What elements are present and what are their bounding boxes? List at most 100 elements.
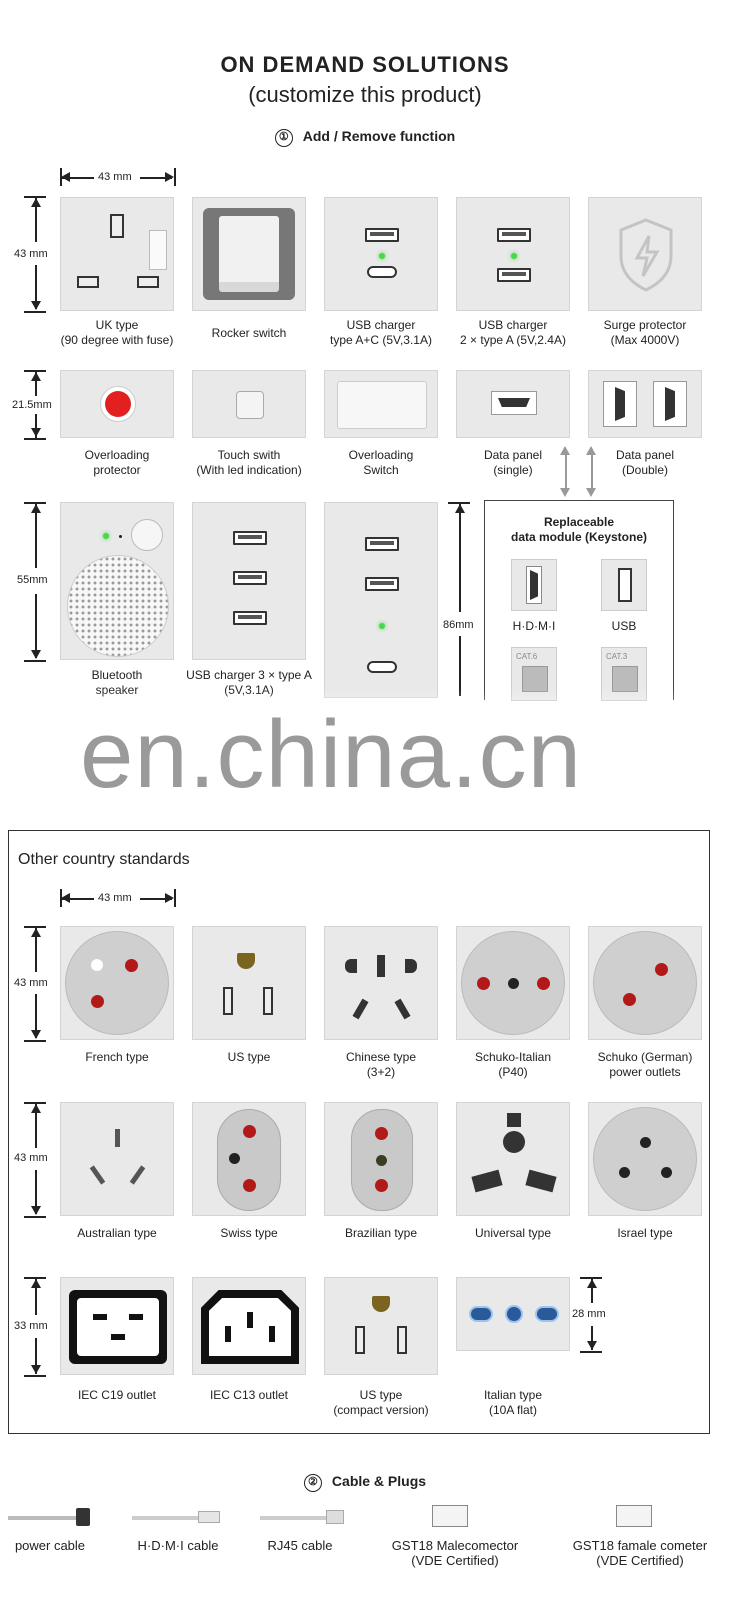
caption: Surge protector(Max 4000V): [603, 318, 687, 347]
led-indicator: [103, 533, 109, 539]
hdmi-keystone-icon: [511, 559, 557, 611]
dim-line: [62, 177, 94, 179]
socket-slot-icon: [503, 1131, 525, 1153]
dim-label-height: 55mm: [17, 574, 48, 586]
data-panel-double-tile: [588, 370, 702, 438]
socket-slot-icon: [507, 1113, 521, 1127]
israel-socket-tile: [588, 1102, 702, 1216]
power-button: [131, 519, 163, 551]
caption: Brazilian type: [344, 1226, 418, 1240]
dim-tick: [24, 1040, 46, 1042]
dim-label-height: 21.5mm: [12, 399, 52, 411]
dim-tick: [174, 889, 176, 907]
dim-line: [35, 1338, 37, 1374]
dim-tick: [24, 1277, 46, 1279]
schuko-german-tile: [588, 926, 702, 1040]
socket-slot-icon: [397, 1326, 407, 1354]
arrow-up-icon: [31, 928, 41, 937]
socket-slot-icon: [115, 1129, 120, 1147]
brazilian-socket-tile: [324, 1102, 438, 1216]
dim-line: [35, 504, 37, 568]
us-compact-tile: [324, 1277, 438, 1375]
socket-slot-icon: [345, 959, 357, 973]
usb-a-port-icon: [497, 228, 531, 242]
gst18-male-icon: [432, 1505, 468, 1527]
caption: Data panel(Double): [615, 448, 675, 477]
arrow-down-icon: [31, 301, 41, 310]
usb-a-port-icon: [365, 537, 399, 551]
iec-c13-outlet-icon: [201, 1290, 299, 1364]
socket-slot-icon: [129, 1165, 146, 1185]
iec-c13-tile: [192, 1277, 306, 1375]
socket-pin: [137, 276, 159, 288]
switch-paddle: [337, 381, 427, 429]
usb-a-port-icon: [365, 577, 399, 591]
surge-protector-tile: [588, 197, 702, 311]
caption: Schuko-Italian(P40): [474, 1050, 552, 1079]
dim-label-height: 28 mm: [572, 1308, 606, 1320]
iec-c19-outlet-icon: [69, 1290, 167, 1364]
fuse-holder: [149, 230, 167, 270]
arrow-down-icon: [31, 650, 41, 659]
socket-face: [65, 931, 169, 1035]
usb-ac-tile: [324, 197, 438, 311]
hdmi-plug-icon: [198, 1511, 220, 1523]
usb-a-port-icon: [233, 531, 267, 545]
caption: Italian type(10A flat): [483, 1388, 543, 1417]
section2-label: Cable & Plugs: [331, 1473, 427, 1489]
dim-line: [35, 372, 37, 396]
data-panel-single-tile: [456, 370, 570, 438]
caption: Schuko (German)power outlets: [597, 1050, 693, 1079]
chinese-socket-tile: [324, 926, 438, 1040]
dim-tick: [60, 168, 62, 186]
arrow-up-icon: [31, 504, 41, 513]
dim-tick: [24, 196, 46, 198]
caption: H·D·M·I cable: [137, 1538, 219, 1553]
socket-hole-icon: [243, 1125, 256, 1138]
caption: UK type(90 degree with fuse): [60, 318, 174, 347]
rj45-plug-icon: [326, 1510, 344, 1524]
dim-line: [140, 177, 172, 179]
arrow-down-icon: [31, 1206, 41, 1215]
rocker-button: [219, 216, 279, 292]
socket-slot-icon: [352, 998, 369, 1020]
dim-tick: [580, 1351, 602, 1353]
caption: power cable: [14, 1538, 86, 1553]
socket-face: [593, 1107, 697, 1211]
socket-hole-icon: [661, 1167, 672, 1178]
socket-hole-icon: [375, 1179, 388, 1192]
speaker-grille-icon: [67, 555, 169, 657]
dim-tick: [580, 1277, 602, 1279]
overload-switch-tile: [324, 370, 438, 438]
usb-tall-tile: [324, 502, 438, 698]
dim-line: [35, 265, 37, 309]
socket-slot-icon: [471, 1169, 503, 1193]
socket-hole-icon: [535, 1306, 559, 1322]
dim-line: [459, 636, 461, 696]
socket-hole-icon: [477, 977, 490, 990]
socket-hole-icon: [619, 1167, 630, 1178]
dim-line: [62, 898, 94, 900]
overload-protector-tile: [60, 370, 174, 438]
red-button-icon: [105, 391, 131, 417]
caption: Rocker switch: [211, 326, 287, 340]
arrow-down-icon: [31, 428, 41, 437]
watermark: en.china.cn: [80, 701, 583, 808]
caption: GST18 Malecomector(VDE Certified): [391, 1538, 519, 1568]
caption: US type: [227, 1050, 271, 1064]
caption: Israel type: [617, 1226, 673, 1240]
socket-hole-icon: [376, 1155, 387, 1166]
dim-line: [35, 928, 37, 972]
page-title: ON DEMAND SOLUTIONS: [220, 52, 510, 77]
earth-pin-icon: [91, 959, 103, 971]
dim-line: [35, 414, 37, 438]
socket-hole-icon: [537, 977, 550, 990]
section-number: ①: [274, 129, 293, 147]
arrow-up-icon: [586, 446, 596, 455]
socket-slot-icon: [377, 955, 385, 977]
dim-line: [35, 594, 37, 658]
